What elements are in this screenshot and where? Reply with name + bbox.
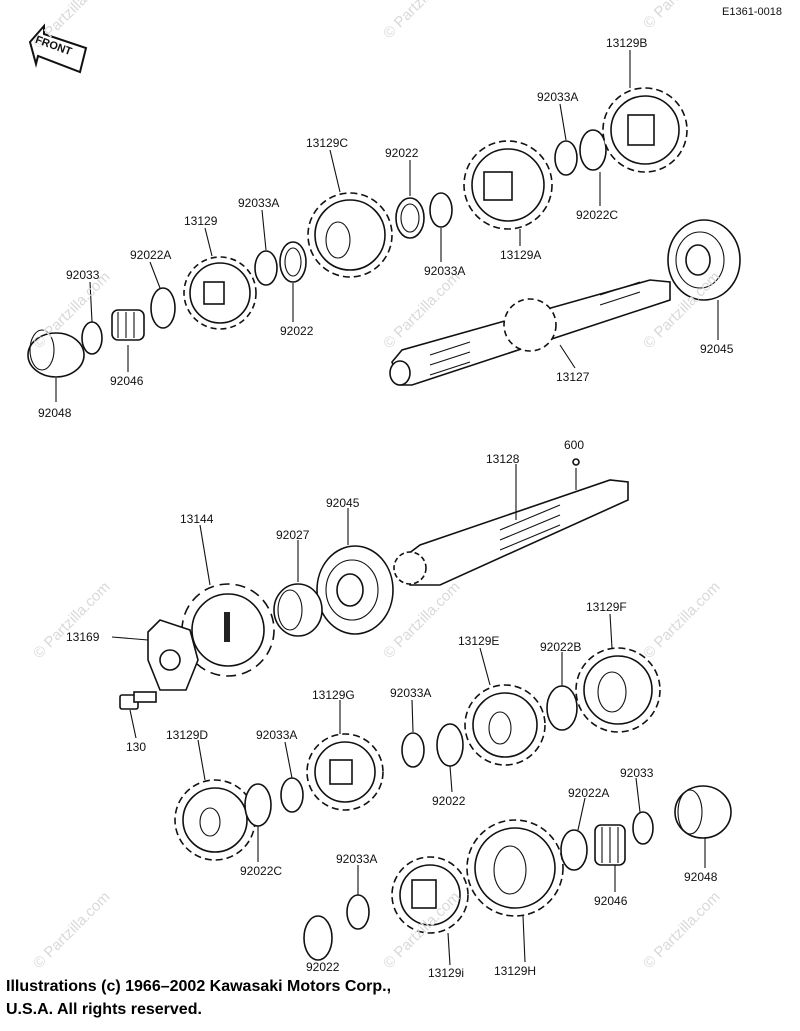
gear-13129B <box>602 87 688 173</box>
copyright-notice: Illustrations (c) 1966–2002 Kawasaki Mot… <box>6 978 392 1018</box>
circlip-92033A-d <box>280 777 304 813</box>
diagram-code: E1361-0018 <box>722 6 782 18</box>
part-label: 92022 <box>432 794 466 808</box>
part-label: 92033 <box>66 268 100 282</box>
gear-13129F <box>575 647 661 733</box>
needle-bearing-92046-upper <box>111 309 145 341</box>
washer-92022A-upper <box>150 287 176 329</box>
part-label: 92033A <box>336 852 378 866</box>
circlip-92033A-b <box>429 192 453 228</box>
part-label: 13129C <box>306 136 349 150</box>
part-label: 13127 <box>556 370 590 384</box>
part-label: 13129A <box>500 248 542 262</box>
part-label: 13129B <box>606 36 648 50</box>
shaft-13128 <box>393 479 629 586</box>
collar-92027 <box>273 583 323 637</box>
part-label: 92045 <box>700 342 734 356</box>
washer-92022-d <box>303 915 333 961</box>
part-label: 92033A <box>390 686 432 700</box>
plate-13169 <box>147 619 199 691</box>
part-label: 92022A <box>130 248 172 262</box>
washer-92022C-b <box>244 783 272 827</box>
gear-13129H <box>466 819 564 917</box>
part-label: 92022C <box>240 864 283 878</box>
gear-13129A <box>463 140 553 230</box>
part-label: 92022 <box>306 960 340 974</box>
circlip-92033A-e <box>401 732 425 768</box>
part-label: 130 <box>126 740 147 754</box>
gear-13129C <box>307 192 393 278</box>
part-label: 92033 <box>620 766 654 780</box>
front-arrow-icon <box>28 23 88 74</box>
circlip-92033-upper <box>81 321 103 355</box>
part-label: 92022 <box>280 324 314 338</box>
part-label: 92022C <box>576 208 619 222</box>
part-label: 92033A <box>256 728 298 742</box>
part-label: 13169 <box>66 630 100 644</box>
part-label: 92045 <box>326 496 360 510</box>
shaft-13127 <box>389 279 671 386</box>
part-label: 13144 <box>180 512 214 526</box>
part-label: 92022 <box>385 146 419 160</box>
part-label: 92046 <box>594 894 628 908</box>
bolt-130 <box>119 691 157 710</box>
part-label: 92048 <box>684 870 718 884</box>
gear-13129 <box>183 256 257 330</box>
sprocket-13144 <box>181 583 275 677</box>
washer-92022B <box>546 685 578 731</box>
part-label: 92022B <box>540 640 582 654</box>
part-label: 13129i <box>428 966 465 980</box>
part-label: 600 <box>564 438 585 452</box>
part-label: 92048 <box>38 406 72 420</box>
sleeve-92048-lower <box>674 785 732 839</box>
washer-92022A-lower <box>560 829 588 871</box>
part-label: 13129G <box>312 688 355 702</box>
sleeve-92048-upper <box>27 329 85 378</box>
circlip-92033A-a <box>254 250 278 286</box>
washer-92022C-a <box>579 129 607 171</box>
part-label: 92027 <box>276 528 310 542</box>
washer-92022-a <box>279 241 307 283</box>
part-label: 13129H <box>494 964 537 978</box>
circlip-92033-lower <box>632 811 654 845</box>
part-label: 92046 <box>110 374 144 388</box>
needle-bearing-92046-lower <box>594 824 626 866</box>
ball-bearing-92045-lower <box>316 545 394 635</box>
part-label: 13128 <box>486 452 520 466</box>
part-label: 13129E <box>458 634 500 648</box>
part-label: 13129 <box>184 214 218 228</box>
circlip-92033A-f <box>346 894 370 930</box>
gear-13129G <box>306 733 384 811</box>
washer-92022-b <box>395 197 425 239</box>
gear-13129D <box>174 779 256 861</box>
part-label: 13129F <box>586 600 627 614</box>
part-label: 92022A <box>568 786 610 800</box>
gear-13129i <box>391 856 469 934</box>
part-label: 13129D <box>166 728 209 742</box>
part-label: 92033A <box>537 90 579 104</box>
gear-13129E <box>464 684 546 766</box>
circlip-92033A-c <box>554 140 578 176</box>
washer-92022-c <box>436 723 464 767</box>
leader-lines <box>55 50 719 966</box>
part-label: 92033A <box>238 196 280 210</box>
part-label: 92033A <box>424 264 466 278</box>
ball-600 <box>572 458 580 466</box>
ball-bearing-92045-upper <box>667 219 741 301</box>
